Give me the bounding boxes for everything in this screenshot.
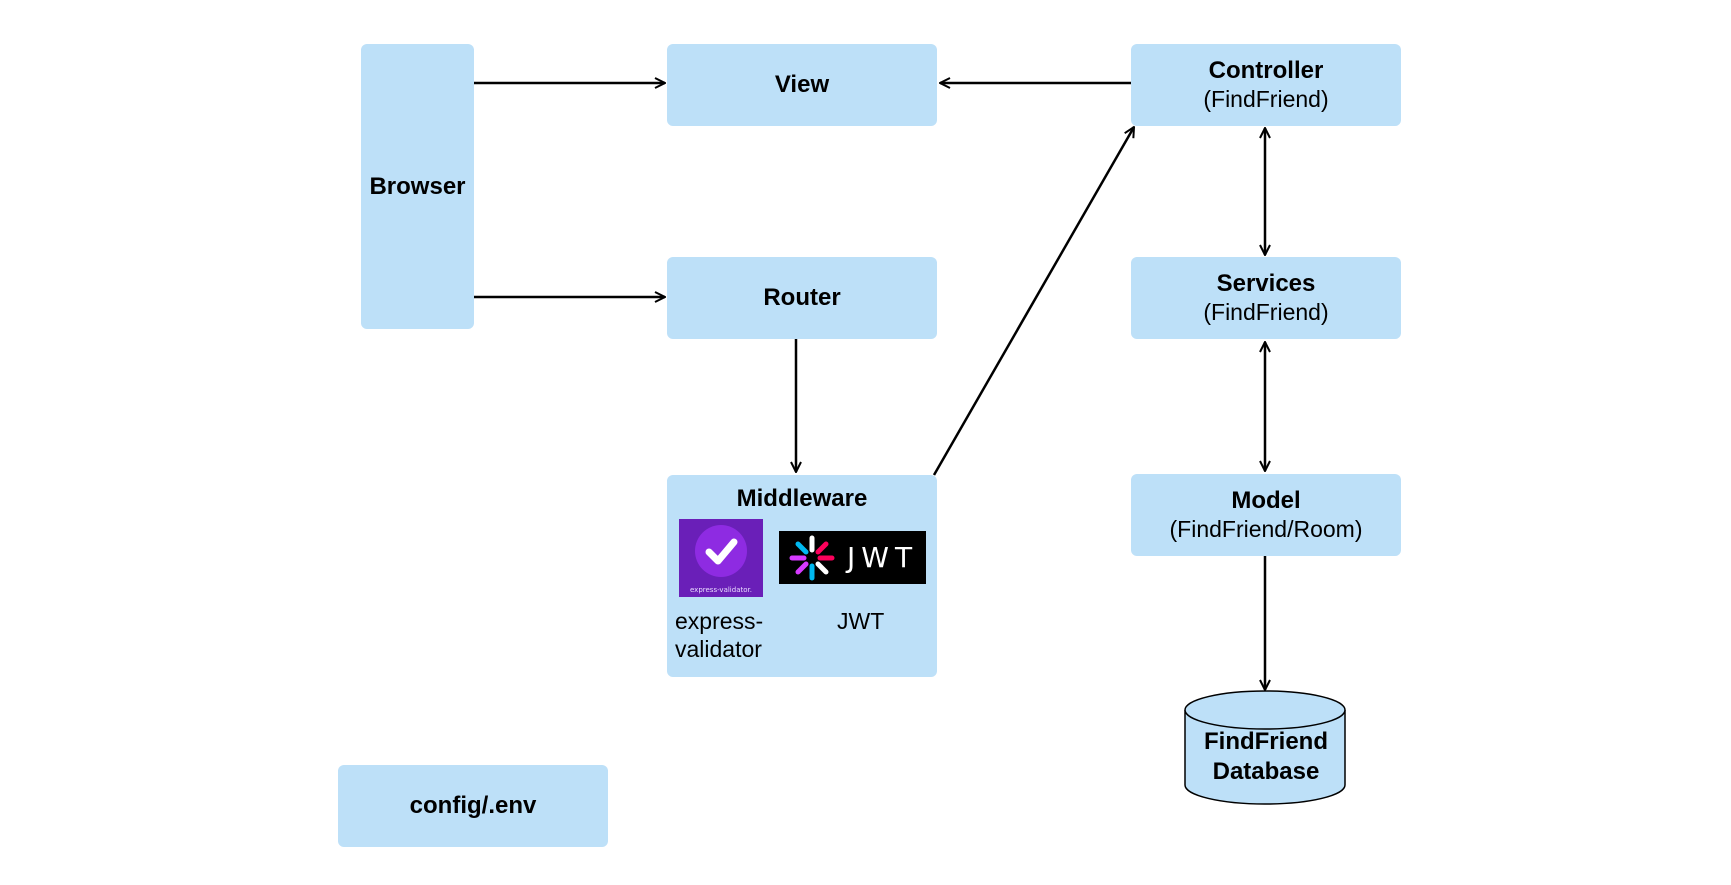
checkmark-icon — [705, 538, 738, 565]
browser-label: Browser — [369, 172, 466, 200]
database-label: FindFriend Database — [1186, 727, 1346, 787]
jwt-logo: JWT — [779, 531, 926, 584]
model-node: Model (FindFriend/Room) — [1131, 474, 1401, 556]
express-validator-label: express- validator — [675, 608, 764, 662]
express-validator-logo: express-validator. — [679, 519, 763, 597]
router-node: Router — [667, 257, 937, 339]
view-label: View — [774, 71, 830, 98]
model-label: Model — [1231, 487, 1301, 514]
edge-middleware-controller — [932, 127, 1134, 476]
controller-sublabel: (FindFriend) — [1203, 86, 1329, 112]
browser-node: Browser — [361, 44, 474, 329]
jwt-star-icon — [789, 535, 835, 581]
jwt-label: JWT — [837, 608, 885, 634]
database-cylinder-shape — [1184, 690, 1346, 805]
controller-label: Controller — [1208, 57, 1324, 84]
middleware-node: Middleware express-validator. JWT expres… — [667, 475, 937, 677]
config-label: config/.env — [409, 792, 537, 819]
services-label: Services — [1216, 270, 1316, 297]
view-node: View — [667, 44, 937, 126]
router-label: Router — [763, 284, 841, 311]
database-label-line2: Database — [1212, 758, 1320, 785]
services-sublabel: (FindFriend) — [1203, 299, 1329, 325]
config-node: config/.env — [338, 765, 608, 847]
express-validator-logo-text: express-validator. — [690, 586, 752, 594]
middleware-label: Middleware — [736, 485, 868, 512]
model-sublabel: (FindFriend/Room) — [1169, 516, 1363, 542]
database-label-line1: FindFriend — [1204, 728, 1328, 755]
controller-node: Controller (FindFriend) — [1131, 44, 1401, 126]
jwt-logo-text: JWT — [847, 541, 919, 574]
services-node: Services (FindFriend) — [1131, 257, 1401, 339]
